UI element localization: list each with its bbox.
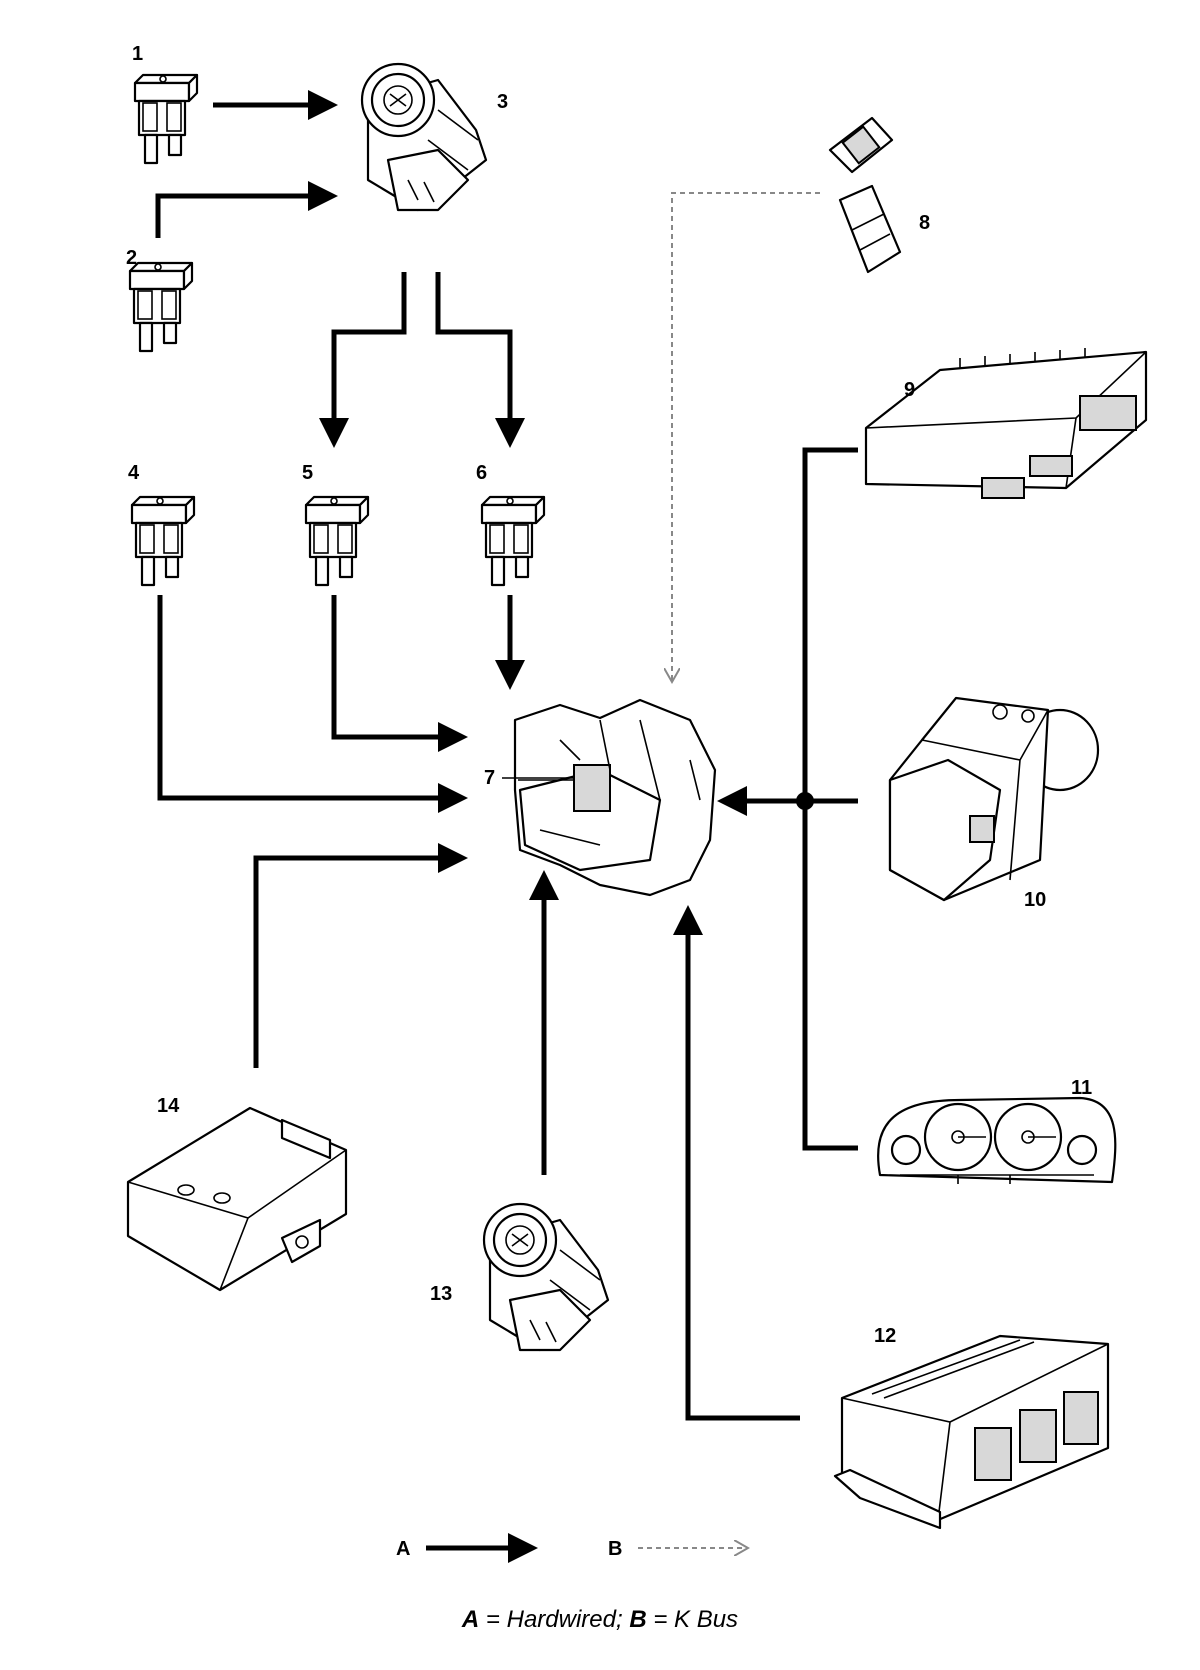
label-5: 5 xyxy=(302,462,313,484)
caption-b-letter: B xyxy=(629,1606,647,1633)
label-1: 1 xyxy=(132,43,143,65)
legend: A B xyxy=(396,1533,746,1563)
caption-a-text: = Hardwired; xyxy=(479,1606,630,1633)
legend-b-letter: B xyxy=(608,1538,622,1560)
wire-3-to-5 xyxy=(319,272,407,448)
label-11: 11 xyxy=(1071,1077,1092,1099)
fuse-6-icon xyxy=(480,495,546,587)
label-3: 3 xyxy=(497,91,508,113)
wire-3-to-6 xyxy=(435,272,525,448)
ignition-switch-3-icon xyxy=(360,62,488,212)
label-13: 13 xyxy=(430,1283,452,1305)
wire-4-to-7 xyxy=(157,595,468,813)
control-module-12-icon xyxy=(833,1334,1110,1530)
label-4: 4 xyxy=(128,462,140,484)
junction-dot xyxy=(796,792,814,810)
control-module-14-icon xyxy=(126,1106,348,1292)
label-6: 6 xyxy=(476,462,487,484)
caption-b-text: = K Bus xyxy=(646,1606,739,1633)
label-8: 8 xyxy=(919,212,930,234)
wire-14-to-7 xyxy=(253,843,468,1068)
kbus-8-to-7 xyxy=(672,192,820,680)
label-2: 2 xyxy=(126,247,137,269)
control-module-9-icon xyxy=(864,348,1148,499)
ignition-switch-13-icon xyxy=(482,1202,610,1352)
wire-12-to-7 xyxy=(673,905,800,1421)
fuse-1-icon xyxy=(133,73,199,165)
diagnostic-connector-8-icon xyxy=(828,116,902,274)
caption-a-letter: A xyxy=(461,1606,480,1633)
label-9: 9 xyxy=(904,379,915,401)
instrument-cluster-11-icon xyxy=(877,1096,1117,1184)
wire-5-to-7 xyxy=(331,595,468,752)
fuse-2-icon xyxy=(128,261,194,353)
steering-column-module-7-icon xyxy=(513,698,717,897)
legend-caption: A = Hardwired; B = K Bus xyxy=(0,1606,1200,1634)
component-labels: 1 2 3 4 5 6 7 8 9 10 11 12 13 14 xyxy=(126,43,1092,1347)
abs-modulator-10-icon xyxy=(888,696,1100,902)
label-12: 12 xyxy=(874,1325,896,1347)
label-10: 10 xyxy=(1024,889,1046,911)
wire-2-to-3 xyxy=(155,181,338,238)
fuse-4-icon xyxy=(130,495,196,587)
fuse-5-icon xyxy=(304,495,370,587)
legend-a-letter: A xyxy=(396,1538,410,1560)
label-7: 7 xyxy=(484,767,495,789)
hardwired-connections xyxy=(155,90,858,1421)
label-14: 14 xyxy=(157,1095,180,1117)
